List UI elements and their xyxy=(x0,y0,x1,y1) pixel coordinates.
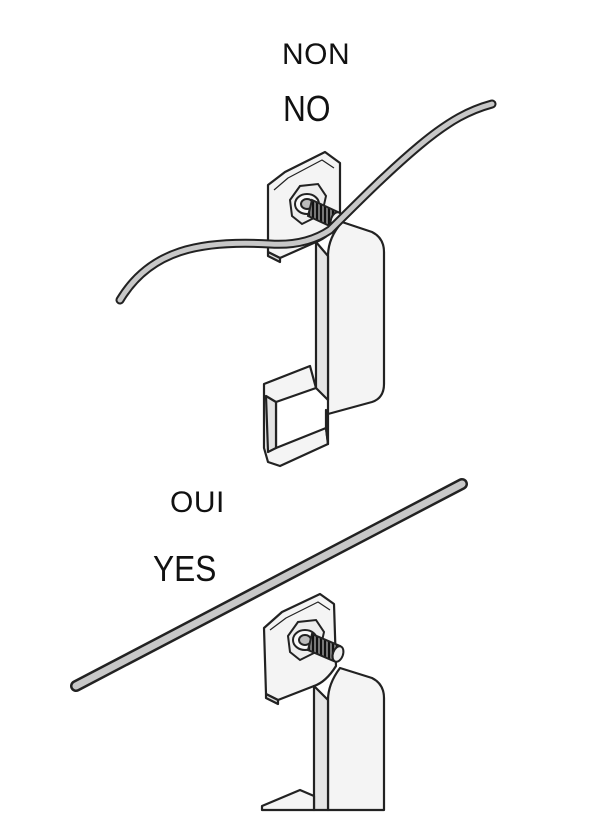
incorrect-installation xyxy=(115,99,497,468)
label-no: NO xyxy=(283,88,331,129)
bottom-cable xyxy=(70,478,468,692)
label-non: NON xyxy=(282,38,351,71)
correct-installation xyxy=(70,478,468,812)
bottom-bracket xyxy=(260,592,386,812)
top-bolt xyxy=(288,182,343,230)
top-cable xyxy=(115,99,497,305)
bottom-bolt xyxy=(286,618,345,664)
label-oui: OUI xyxy=(170,486,225,519)
label-yes: YES xyxy=(153,548,217,589)
